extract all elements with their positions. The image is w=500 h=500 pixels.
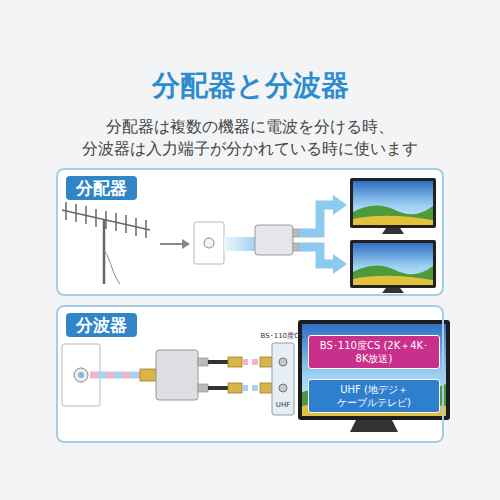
- section-panel: 分波器 BS･110度CS (2K＋4K･8K放送) UHF (地デジ＋ケーブルテレ…: [56, 305, 444, 443]
- tv-stand: [382, 288, 404, 293]
- antenna-element: [135, 218, 137, 236]
- antenna-element: [75, 204, 77, 222]
- box-text: UHF (地デジ＋ケーブルテレビ): [313, 383, 435, 409]
- title: 分配器と分波器: [0, 68, 500, 104]
- tv-screen: [302, 324, 446, 416]
- antenna-element: [115, 213, 117, 231]
- mixed-signal-cable: [90, 372, 142, 379]
- port-label: BS･110度CS: [252, 332, 312, 341]
- port-label: UHF: [268, 401, 298, 410]
- signal-arrowhead: [333, 254, 347, 274]
- antenna-boom: [62, 210, 150, 230]
- outlet-core: [78, 372, 84, 378]
- input-jack: [279, 358, 287, 366]
- outlet-port: [74, 368, 88, 382]
- tv-stand: [382, 228, 404, 234]
- diplexer-port: [198, 358, 208, 366]
- outlet-port: [204, 238, 214, 248]
- f-connector: [260, 383, 272, 393]
- screen-meadow: [353, 205, 433, 225]
- wall-outlet: [194, 222, 224, 264]
- antenna-element: [105, 211, 107, 229]
- antenna-element: [65, 202, 67, 220]
- flow-arrowhead: [182, 239, 190, 249]
- cable: [224, 237, 256, 251]
- diplexer-body: [156, 350, 198, 400]
- antenna-element: [95, 209, 97, 227]
- f-connector: [228, 357, 242, 367]
- splitter-port: [293, 243, 299, 251]
- f-connector: [228, 383, 242, 393]
- signal-arrowhead: [333, 195, 347, 215]
- diplexer-port: [198, 384, 208, 392]
- f-connector: [260, 357, 272, 367]
- tv-screen: [353, 181, 433, 225]
- splitter-port: [293, 229, 299, 237]
- mixed-signal-cable: [90, 372, 142, 379]
- uhf-signal: [242, 385, 260, 391]
- tv-screen: [353, 243, 433, 285]
- antenna-element: [85, 206, 87, 224]
- section-panel: 分配器: [56, 168, 444, 296]
- input-jack: [279, 384, 287, 392]
- screen-meadow: [353, 265, 433, 285]
- splitter-body: [255, 225, 293, 255]
- antenna-cable: [104, 250, 120, 284]
- antenna-element: [145, 220, 147, 238]
- cable: [208, 360, 228, 364]
- tv-frame: [350, 240, 436, 288]
- flow-arrow: [160, 243, 182, 245]
- channel-box: BS･110度CS (2K＋4K･8K放送): [308, 335, 440, 369]
- antenna-element: [125, 215, 127, 233]
- section-heading: 分配器: [66, 176, 137, 200]
- bs-signal: [242, 359, 260, 365]
- channel-box: UHF (地デジ＋ケーブルテレビ): [308, 379, 440, 413]
- antenna: [62, 202, 150, 284]
- signal-arrow: [299, 247, 334, 264]
- tv-frame: [298, 320, 450, 420]
- signal-arrow: [299, 205, 334, 233]
- panel-ground: [56, 168, 444, 296]
- subtitle: 分配器は複数の機器に電波を分ける時、 分波器は入力端子が分かれている時に使います: [40, 116, 460, 160]
- section-heading: 分波器: [66, 313, 137, 337]
- tv-stand: [350, 420, 398, 432]
- tv-frame: [350, 178, 436, 228]
- screen-flowers: [353, 276, 433, 285]
- screen-flowers: [353, 216, 433, 225]
- box-text: BS･110度CS (2K＋4K･8K放送): [313, 339, 435, 365]
- f-connector: [140, 369, 156, 381]
- cable: [208, 386, 228, 390]
